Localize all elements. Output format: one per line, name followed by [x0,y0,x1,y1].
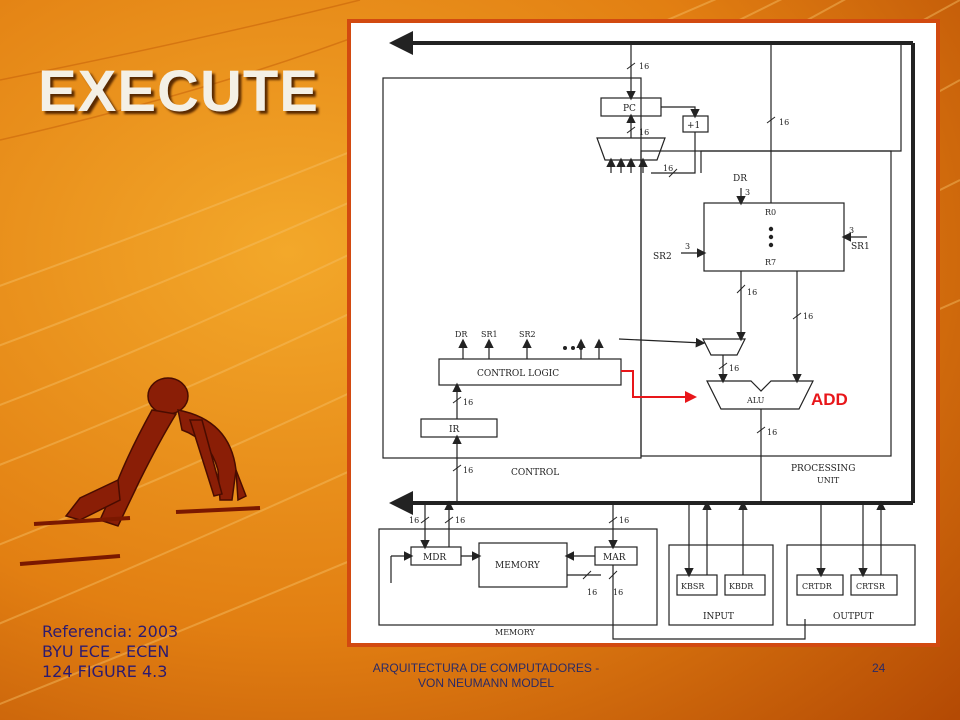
footer-line: ARQUITECTURA DE COMPUTADORES - [372,661,600,675]
diagram-panel: PC +1 16 16 16 16 DR 3 R0 R7 SR2 3 SR1 3… [347,19,940,647]
add-label: ADD [811,390,848,409]
datapath-diagram: PC +1 16 16 16 16 DR 3 R0 R7 SR2 3 SR1 3… [378,31,916,640]
sr2-mux [702,338,746,356]
width-label: 16 [409,516,419,525]
crtsr-label: CRTSR [856,582,886,591]
width-label: 16 [663,164,673,173]
control-section-label: CONTROL [511,468,559,478]
regfile-sr2-label: SR2 [653,252,672,262]
width-label: 16 [613,588,623,597]
mdr-label: MDR [423,553,446,563]
processing-unit-label: UNIT [817,476,840,485]
width-label: 16 [463,466,473,475]
alu [706,380,814,410]
ir-label: IR [449,425,460,435]
width-label: 16 [803,312,813,321]
processing-section [640,150,892,457]
add-control-arrow [621,370,697,403]
width-label: 16 [455,516,465,525]
regfile-r7-label: R7 [765,258,776,267]
width-label: 16 [779,118,789,127]
width3-label: 3 [685,242,690,251]
runner-illustration [64,377,247,527]
page-number: 24 [872,661,886,675]
width-label: 16 [767,428,777,437]
width-label: 16 [639,62,649,71]
regfile-dr-label: DR [733,174,747,184]
pc-label: PC [623,104,636,114]
slide-footer: ARQUITECTURA DE COMPUTADORES - VON NEUMA… [346,661,626,691]
memory-block [478,542,568,588]
crtsr-register [850,574,898,596]
footer-line: VON NEUMANN MODEL [417,676,554,690]
regfile-r0-label: R0 [765,208,776,217]
alu-label: ALU [746,396,765,405]
regfile-sr1-label: SR1 [851,242,870,252]
slide-title: EXECUTE [38,59,319,124]
reference-line: 124 FIGURE 4.3 [42,662,168,681]
kbsr-label: KBSR [681,582,705,591]
mar-label: MAR [603,553,626,563]
kbsr-register [676,574,718,596]
width3-label: 3 [849,226,854,235]
width-label: 16 [747,288,757,297]
width3-label: 3 [745,188,750,197]
reference-line: Referencia: 2003 [42,622,179,641]
width-label: 16 [619,516,629,525]
kbdr-label: KBDR [729,582,754,591]
cl-sr1-label: SR1 [481,330,498,339]
increment-label: +1 [687,121,700,131]
memory-section [378,528,658,626]
kbdr-register [724,574,766,596]
memory-label: MEMORY [495,561,541,571]
memory-section-label: MEMORY [495,628,536,637]
pc-mux [596,137,666,161]
width-label: 16 [639,128,649,137]
control-logic-label: CONTROL LOGIC [477,369,559,379]
output-section-label: OUTPUT [833,612,873,622]
width-label: 16 [587,588,597,597]
control-section [382,77,642,459]
reference-note: Referencia: 2003 BYU ECE - ECEN 124 FIGU… [42,622,232,682]
output-section [786,544,916,626]
cl-sr2-label: SR2 [519,330,536,339]
width-label: 16 [729,364,739,373]
input-section-label: INPUT [703,612,734,622]
cl-dr-label: DR [455,330,468,339]
crtdr-label: CRTDR [802,582,833,591]
width-label: 16 [463,398,473,407]
input-section [668,544,774,626]
processing-section-label: PROCESSING [791,464,855,474]
reference-line: BYU ECE - ECEN [42,642,170,661]
